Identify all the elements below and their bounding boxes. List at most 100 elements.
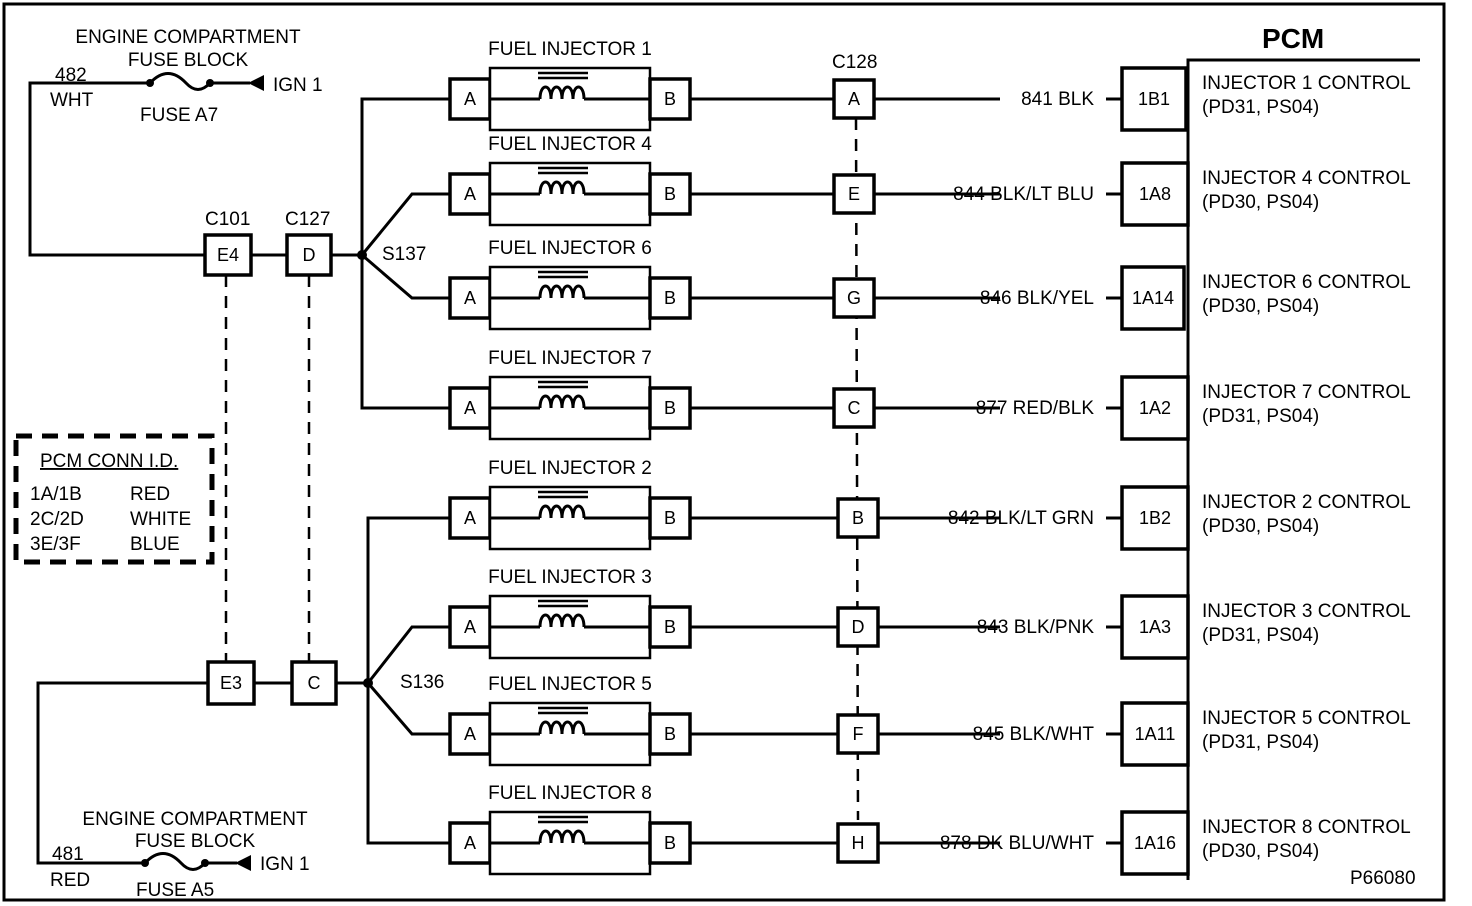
fuse-block-bottom-wire-color: RED [50,870,90,891]
c101-pin-e3-label: E3 [220,673,242,693]
injector-pin-b [648,172,692,216]
pcm-conn-id-row: 2C/2D [30,509,84,530]
c128-pin [832,387,876,429]
c128-pin-label: B [852,508,864,528]
injector-coil-icon [538,613,586,628]
injector-pin-b-label: B [664,288,676,308]
pcm-conn-id-title: PCM CONN I.D. [40,451,178,472]
injector-pin-b-label: B [664,398,676,418]
injector-control-label: INJECTOR 5 CONTROL [1202,708,1411,729]
c127-pin-c [290,660,338,706]
injector-control-params: (PD30, PS04) [1202,841,1319,862]
injector-pin-a-label: A [464,833,476,853]
injector-control-params: (PD31, PS04) [1202,97,1319,118]
fuse-block-bottom-title-2: FUSE BLOCK [135,831,256,852]
fuse-block-bottom-fuse: FUSE A5 [136,880,214,901]
injector-coil-icon [538,180,586,195]
pcm-pin [1120,161,1190,227]
wire-circuit-label: 844 BLK/LT BLU [953,184,1094,205]
injector-control-params: (PD31, PS04) [1202,732,1319,753]
fuse-block-bottom-source: IGN 1 [260,854,310,875]
fuse-block-bottom-circuit: 481 [52,844,84,865]
pcm-pin [1120,66,1188,132]
injector-coil-icon [538,829,586,844]
injector-control-label: INJECTOR 7 CONTROL [1202,382,1411,403]
c128-pin [832,78,876,120]
fuse-block-top-title-1: ENGINE COMPARTMENT [75,27,301,48]
c128-pin [832,173,876,215]
injector-pin-a-label: A [464,89,476,109]
ign1-arrow-bottom [235,855,251,871]
pcm-pin-label: 1A3 [1139,617,1171,637]
injector-pin-a-label: A [464,288,476,308]
injector-pin-b [648,386,692,430]
pcm-pin [1120,701,1190,767]
pcm-pin-label: 1B1 [1138,89,1170,109]
injector-pin-a [448,821,492,865]
fuse-block-top-fuse: FUSE A7 [140,105,218,126]
c127-label: C127 [285,209,330,230]
injector-control-params: (PD31, PS04) [1202,625,1319,646]
c128-pin-label: H [852,833,865,853]
wire-circuit-label: 878 DK BLU/WHT [940,833,1095,854]
c128-pin-label: E [848,184,860,204]
fuse-block-top: ENGINE COMPARTMENT FUSE BLOCK 482 WHT FU… [50,27,323,126]
pcm-conn-id-row-color: WHITE [130,509,191,530]
pcm-pin [1120,375,1190,441]
c101-pin-e4 [203,233,253,277]
wire-circuit-label: 843 BLK/PNK [977,617,1095,638]
injector-control-label: INJECTOR 3 CONTROL [1202,601,1411,622]
injector-pin-b [648,276,692,320]
injector-pin-a [448,172,492,216]
injector-control-label: INJECTOR 4 CONTROL [1202,168,1411,189]
pcm-pin-label: 1A11 [1135,724,1176,744]
fuse-block-top-wire-color: WHT [50,90,94,111]
diagram-frame [2,2,1446,902]
injector-coil-icon [538,85,586,100]
pcm-pin [1120,485,1190,551]
figure-id: P66080 [1350,868,1416,889]
injector-control-params: (PD30, PS04) [1202,516,1319,537]
c128-pin-label: G [847,288,861,308]
injector-pin-a [448,496,492,540]
injector-pin-b-label: B [664,617,676,637]
injector-control-params: (PD31, PS04) [1202,406,1319,427]
fuse-block-bottom: ENGINE COMPARTMENT FUSE BLOCK 481 RED FU… [50,809,310,901]
c127-pin-c-label: C [308,673,321,693]
pcm-conn-id-row-color: RED [130,484,170,505]
injector-control-params: (PD30, PS04) [1202,296,1319,317]
c128-pin-label: C [848,398,861,418]
injector-pin-a-label: A [464,617,476,637]
pcm-conn-id-row: 1A/1B [30,484,82,505]
injector-pin-b [648,712,692,756]
ign1-arrow-top [248,75,264,91]
injector-pin-a-label: A [464,724,476,744]
fuse-block-top-circuit: 482 [55,65,87,86]
injector-name: FUEL INJECTOR 3 [488,567,652,588]
pcm-pin-label: 1B2 [1139,508,1171,528]
c127-pin-d-label: D [303,245,316,265]
injector-control-params: (PD30, PS04) [1202,192,1319,213]
wire-circuit-label: 845 BLK/WHT [973,724,1095,745]
injector-name: FUEL INJECTOR 2 [488,458,652,479]
c101-pin-e4-label: E4 [217,245,239,265]
wire-circuit-label: 846 BLK/YEL [980,288,1094,309]
pcm-pin [1120,594,1190,660]
wire-circuit-label: 877 RED/BLK [976,398,1095,419]
c128-pin-label: F [853,724,864,744]
injector-pin-a-label: A [464,508,476,528]
injector-name: FUEL INJECTOR 5 [488,674,652,695]
pcm-pin [1120,265,1186,331]
injector-pin-b [648,605,692,649]
injector-name: FUEL INJECTOR 4 [488,134,652,155]
pcm-pin-label: 1A16 [1134,833,1176,853]
pcm-conn-id-box [13,433,215,565]
fuse-a7-symbol [148,72,212,91]
c128-label: C128 [832,52,877,73]
